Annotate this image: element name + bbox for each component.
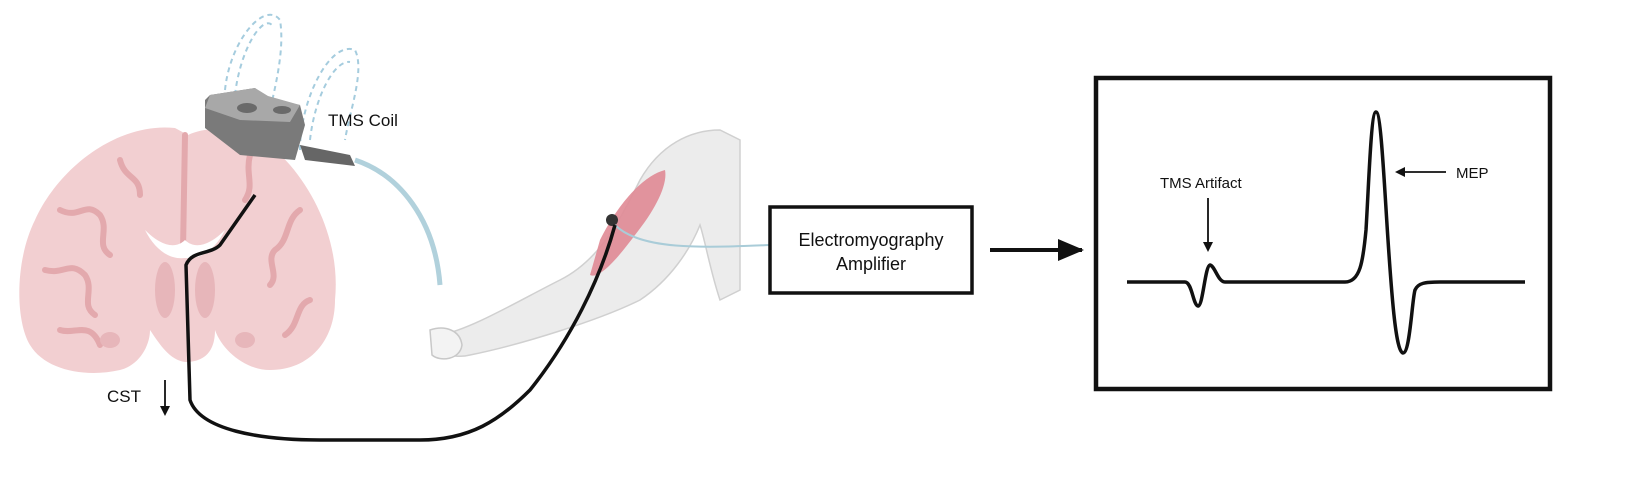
emg-amplifier-box [768,205,974,295]
tms-coil-label: TMS Coil [328,111,398,130]
amplifier-label-line2: Amplifier [836,254,906,274]
cst-wire [184,193,617,442]
arm-illustration [429,129,741,360]
electrode-signal-wire [614,224,771,248]
emg-waveform [1127,110,1525,355]
amplifier-label-line1: Electromyography [798,230,943,250]
coil-cable [354,157,443,286]
brain-illustration [19,127,336,373]
mep-label: MEP [1456,165,1489,182]
tms-coil [205,88,355,166]
cst-label: CST [107,387,141,406]
waveform-display-box [1093,75,1553,392]
emg-electrode [606,214,618,226]
tms-artifact-label: TMS Artifact [1160,175,1243,192]
